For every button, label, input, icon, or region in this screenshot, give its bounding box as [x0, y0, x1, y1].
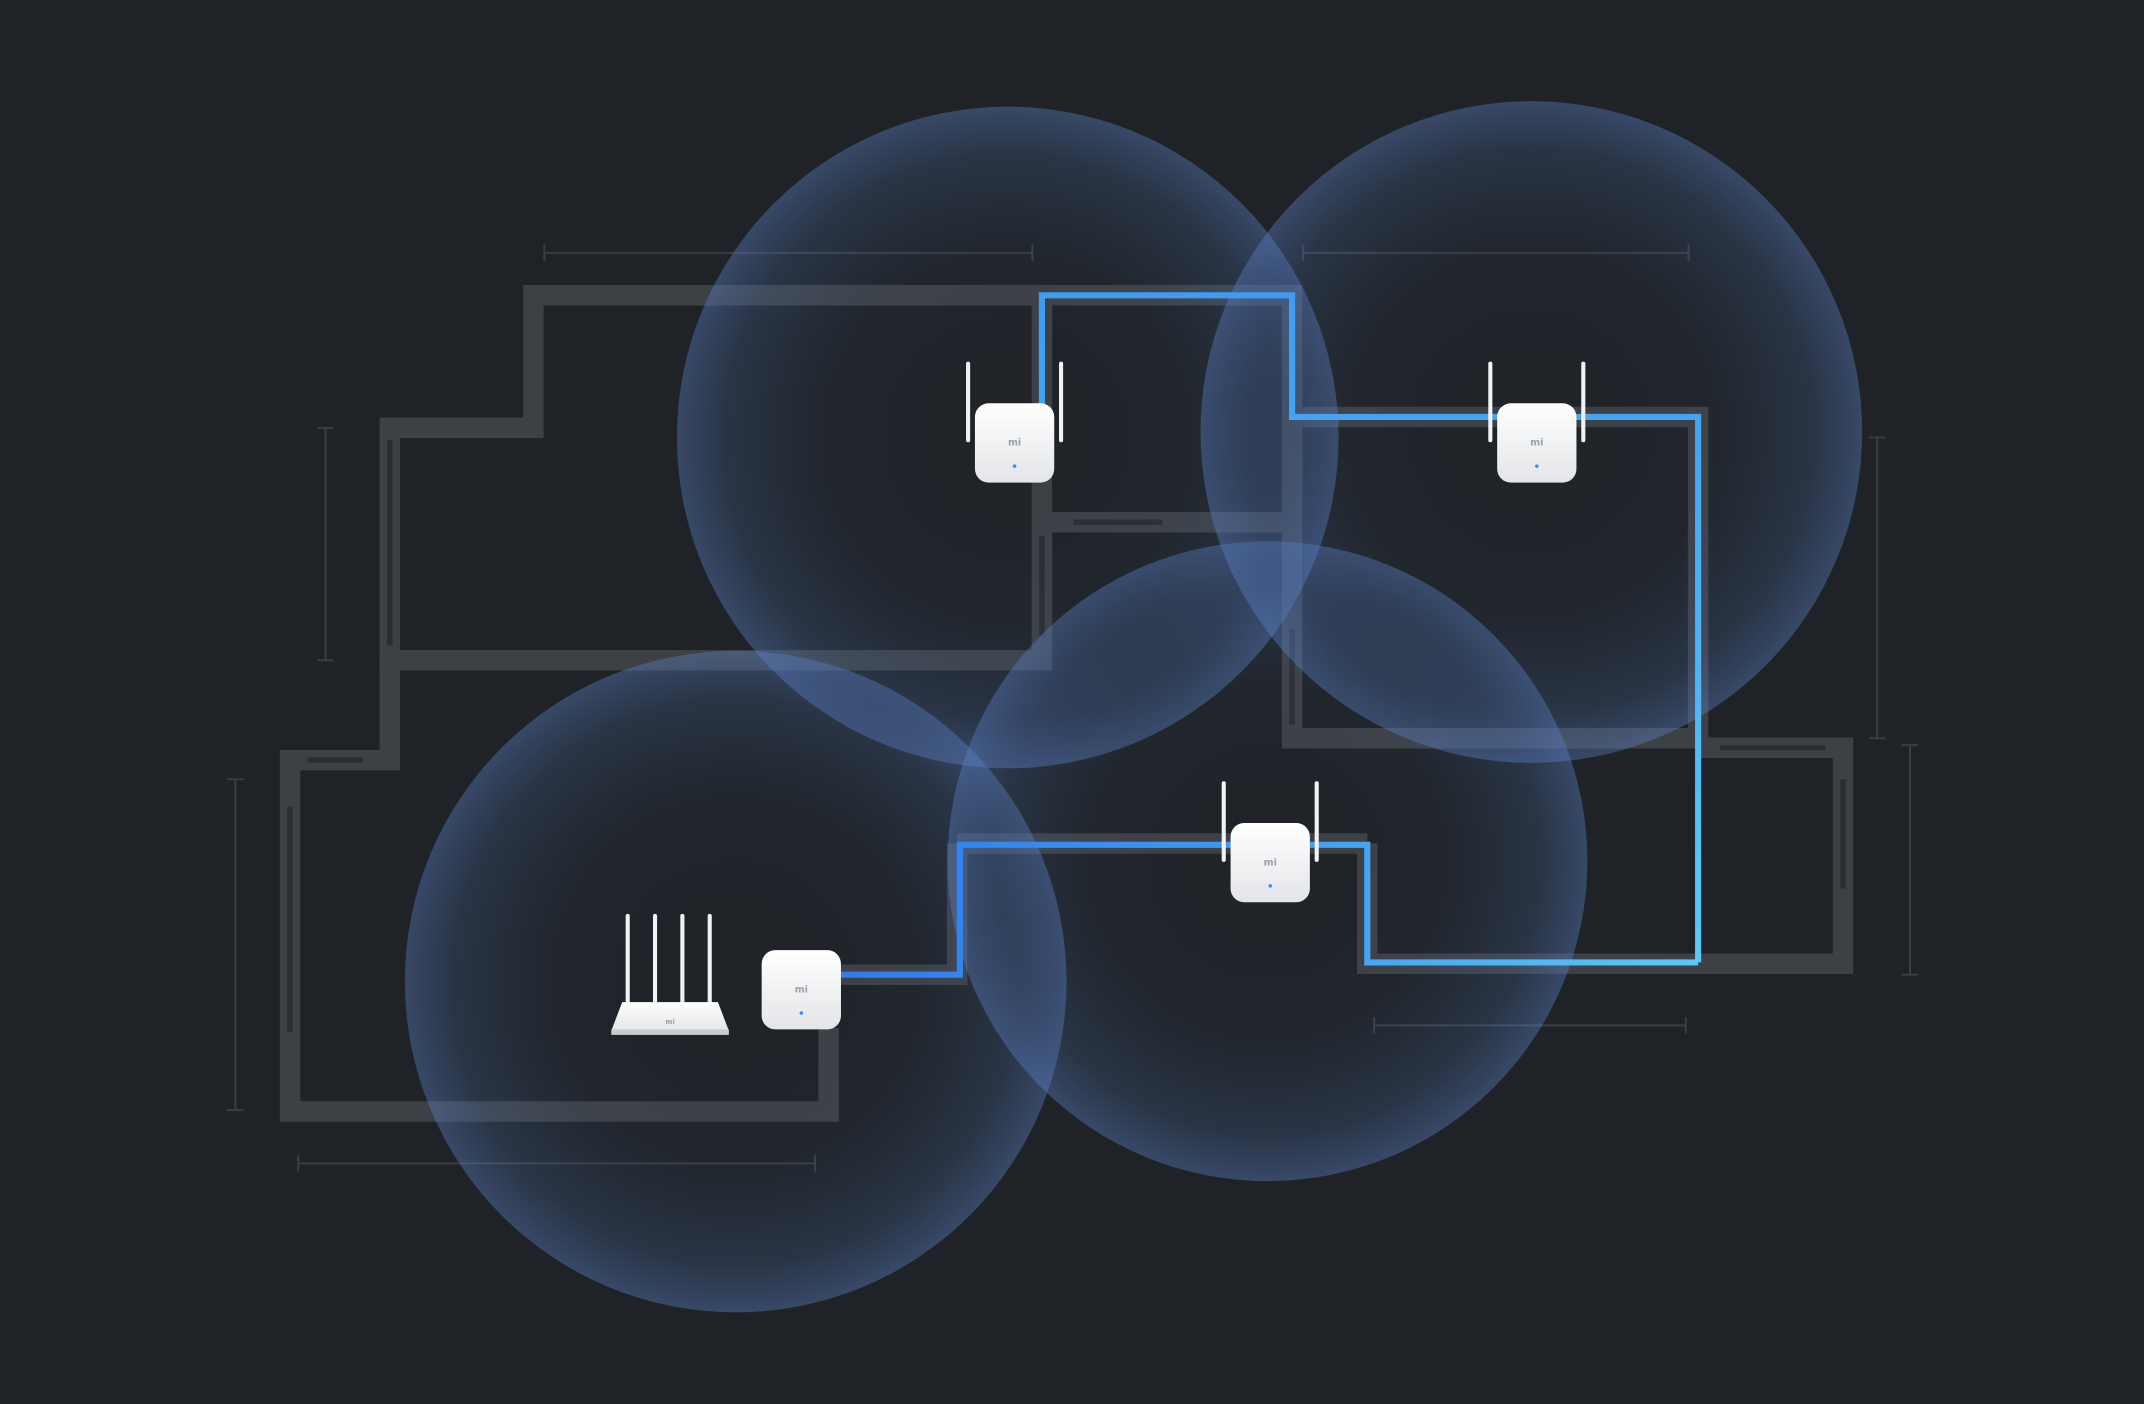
svg-text:mi: mi	[795, 985, 808, 996]
powerline-adapter-icon: mi	[761, 950, 841, 1030]
extender-icon: mi	[1488, 361, 1586, 483]
svg-text:mi: mi	[665, 1018, 674, 1026]
router-icon: mi	[611, 913, 729, 1035]
dimension-line-right-lower	[1901, 744, 1919, 976]
extender-icon: mi	[1221, 781, 1319, 903]
svg-text:mi: mi	[1530, 438, 1543, 449]
svg-text:mi: mi	[1008, 438, 1021, 449]
powerline-cable	[836, 292, 1702, 978]
coverage-zones	[404, 101, 1863, 1313]
coverage-zone-adapter	[404, 650, 1067, 1313]
extender-icon: mi	[966, 361, 1064, 483]
dimension-line-right-upper	[1869, 436, 1886, 740]
dimension-line-left-upper	[317, 426, 334, 662]
dimension-line-left-lower	[227, 778, 244, 1112]
svg-text:mi: mi	[1264, 857, 1277, 868]
